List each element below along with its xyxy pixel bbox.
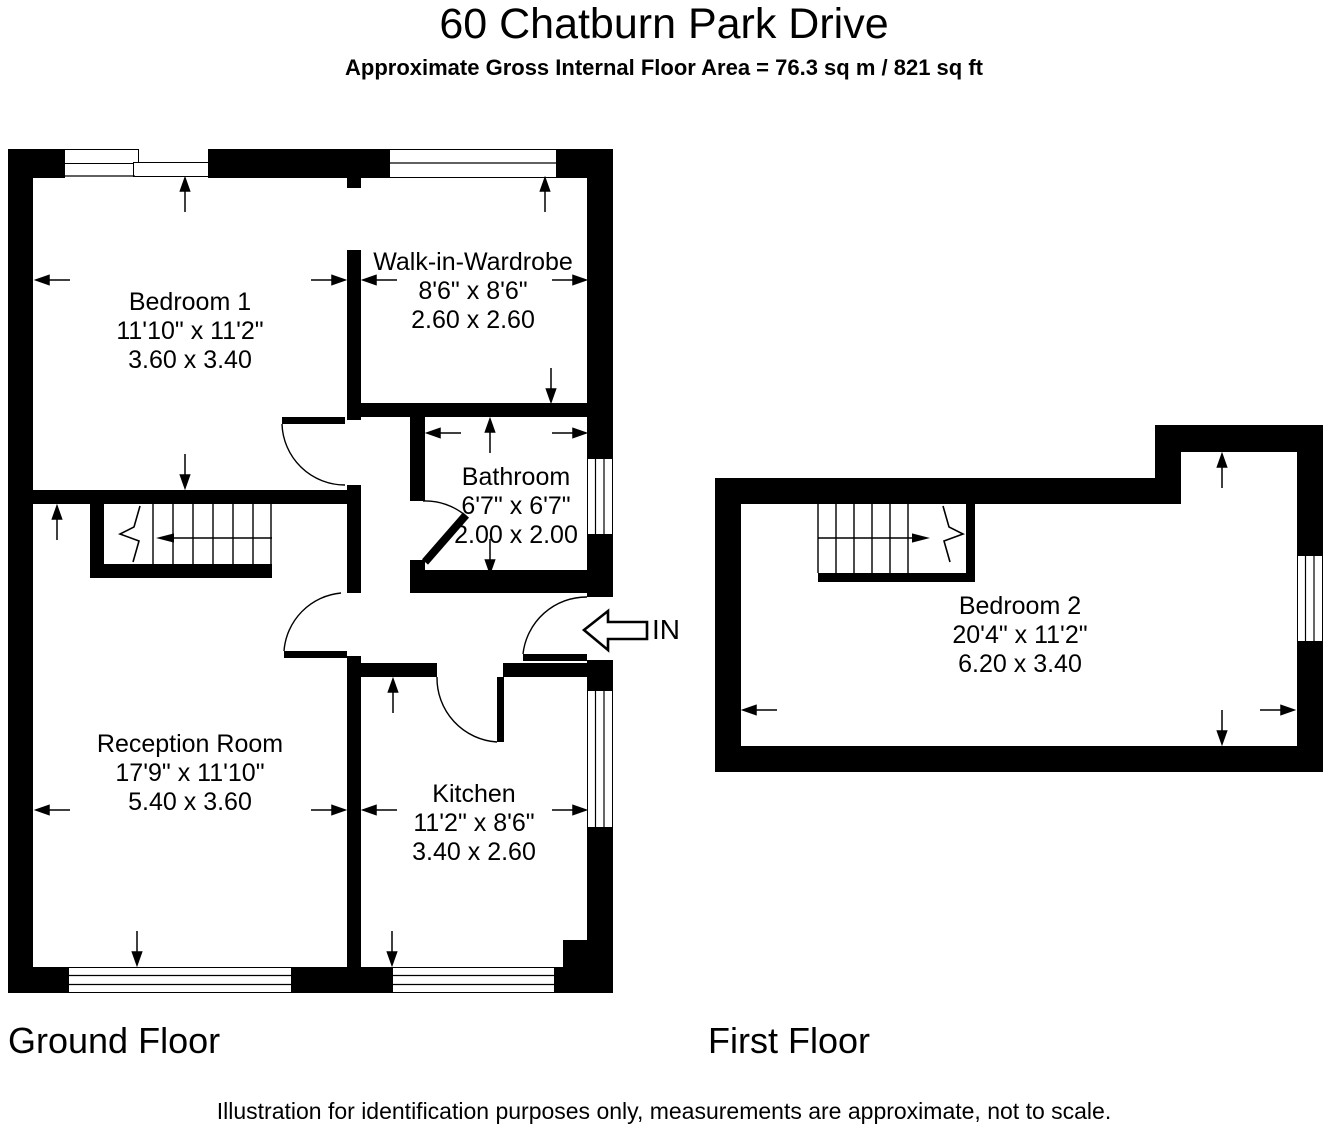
wall-segment — [410, 570, 587, 593]
ground-floor-caption: Ground Floor — [8, 1020, 221, 1061]
room-name: Reception Room — [96, 730, 284, 758]
wall-segment — [33, 490, 361, 504]
room-name: Bedroom 2 — [958, 592, 1082, 620]
floor-area-subtitle: Approximate Gross Internal Floor Area = … — [345, 55, 983, 80]
wall-segment — [208, 149, 389, 178]
wall-segment — [563, 940, 613, 967]
wall-segment — [347, 403, 587, 417]
window — [587, 458, 613, 535]
wall-segment — [1297, 642, 1323, 746]
window — [133, 162, 209, 177]
stair-wall — [90, 504, 104, 578]
wall-segment — [1297, 452, 1323, 555]
door-arc-bedroom1 — [281, 423, 346, 486]
wall-segment — [715, 746, 1323, 772]
first-floor-caption: First Floor — [708, 1020, 870, 1061]
wall-segment — [8, 149, 65, 178]
wall-segment — [1155, 425, 1323, 452]
stair-direction-arrow — [912, 533, 930, 543]
wall-segment — [410, 417, 425, 501]
wall-segment — [587, 828, 613, 940]
wall-segment — [587, 535, 613, 597]
room-name: Bathroom — [461, 463, 571, 491]
stairs-first — [817, 504, 966, 573]
door-leaf-reception — [284, 651, 347, 658]
room-label-bedroom2: Bedroom 2 20'4" x 11'2" 6.20 x 3.40 — [890, 592, 1150, 679]
room-label-kitchen: Kitchen 11'2" x 8'6" 3.40 x 2.60 — [354, 780, 594, 867]
wall-segment — [503, 663, 587, 677]
room-dims-imperial: 8'6" x 8'6" — [418, 277, 528, 305]
door-leaf-bedroom1 — [282, 417, 345, 424]
room-name: Walk-in-Wardrobe — [373, 248, 573, 276]
room-dims-metric: 3.40 x 2.60 — [412, 838, 536, 866]
room-dims-metric: 6.20 x 3.40 — [958, 650, 1082, 678]
wall-segment — [8, 149, 33, 993]
room-dims-imperial: 11'10" x 11'2" — [116, 317, 264, 345]
window — [64, 149, 139, 164]
window — [68, 967, 292, 993]
entrance-arrow-icon — [581, 608, 649, 653]
room-dims-metric: 3.60 x 3.40 — [128, 346, 252, 374]
door-arc-entrance — [522, 596, 588, 655]
room-dims-imperial: 11'2" x 8'6" — [413, 809, 535, 837]
window — [1297, 555, 1323, 642]
door-arc-kitchen — [436, 676, 498, 743]
room-dims-imperial: 6'7" x 6'7" — [461, 492, 571, 520]
room-label-bathroom: Bathroom 6'7" x 6'7" 2.00 x 2.00 — [426, 463, 606, 550]
door-leaf-entrance — [523, 654, 587, 661]
stair-wall — [966, 504, 975, 582]
wall-segment — [347, 177, 361, 188]
stair-wall — [90, 564, 272, 578]
window — [392, 967, 555, 993]
wall-segment — [347, 485, 361, 593]
door-arc-reception — [283, 592, 342, 652]
wall-segment — [587, 149, 613, 458]
wall-segment — [347, 656, 361, 967]
room-dims-metric: 2.00 x 2.00 — [454, 521, 578, 549]
door-leaf-kitchen — [497, 677, 504, 742]
room-label-bedroom1: Bedroom 1 11'10" x 11'2" 3.60 x 3.40 — [60, 288, 320, 375]
stairs-ground — [117, 504, 272, 564]
window — [389, 149, 557, 178]
window — [587, 690, 613, 828]
wall-segment — [555, 967, 613, 993]
stair-wall — [818, 573, 975, 582]
room-label-wardrobe: Walk-in-Wardrobe 8'6" x 8'6" 2.60 x 2.60 — [353, 248, 593, 335]
stair-direction-arrow — [156, 533, 174, 543]
wall-segment — [587, 660, 613, 690]
room-name: Bedroom 1 — [128, 288, 252, 316]
wall-segment — [8, 967, 68, 993]
wall-segment — [715, 478, 1181, 504]
wall-segment — [361, 663, 437, 677]
room-dims-metric: 5.40 x 3.60 — [128, 788, 252, 816]
room-dims-imperial: 17'9" x 11'10" — [115, 759, 265, 787]
entrance-label: IN — [652, 614, 680, 645]
page-title: 60 Chatburn Park Drive — [439, 0, 889, 48]
wall-segment — [292, 967, 392, 993]
room-label-reception: Reception Room 17'9" x 11'10" 5.40 x 3.6… — [50, 730, 330, 817]
disclaimer-text: Illustration for identification purposes… — [216, 1098, 1112, 1124]
room-dims-imperial: 20'4" x 11'2" — [952, 621, 1088, 649]
room-name: Kitchen — [432, 780, 516, 808]
room-dims-metric: 2.60 x 2.60 — [411, 306, 535, 334]
wall-segment — [347, 250, 361, 420]
wall-segment — [715, 478, 741, 772]
